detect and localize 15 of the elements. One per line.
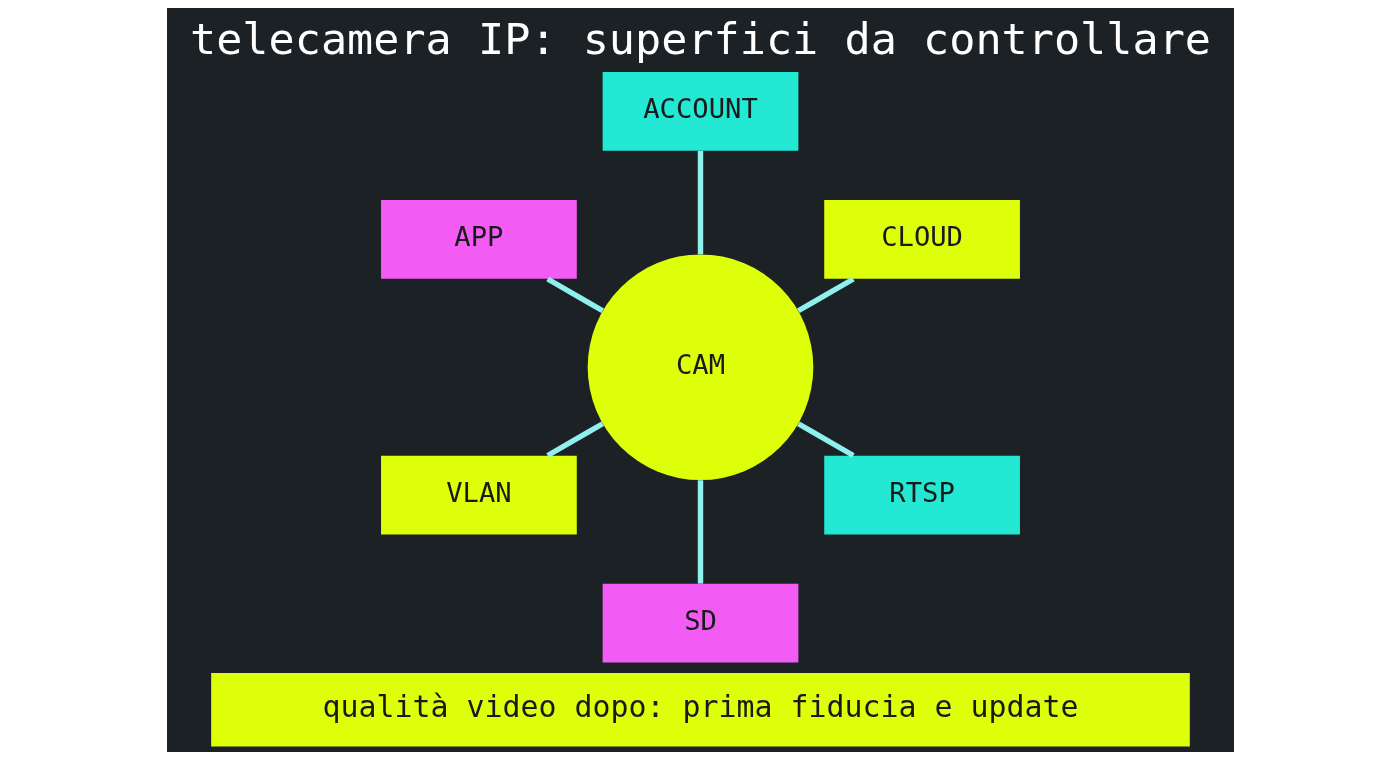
node-box: ACCOUNT (602, 71, 798, 151)
connector (796, 421, 855, 458)
node-box: SD (602, 583, 798, 663)
connector (796, 276, 855, 314)
diagram-title: telecamera IP: superfici da controllare (189, 13, 1211, 64)
node-box: CLOUD (823, 199, 1020, 279)
node-box: RTSP (823, 455, 1020, 535)
node-box: qualità video dopo: prima fiducia e update (210, 673, 1190, 747)
connector (697, 480, 703, 584)
connector (545, 276, 604, 314)
connector (697, 150, 703, 255)
node-circle: CAM (587, 254, 813, 481)
connector (545, 421, 604, 458)
node-box: VLAN (380, 455, 577, 535)
node-box: APP (380, 199, 577, 279)
